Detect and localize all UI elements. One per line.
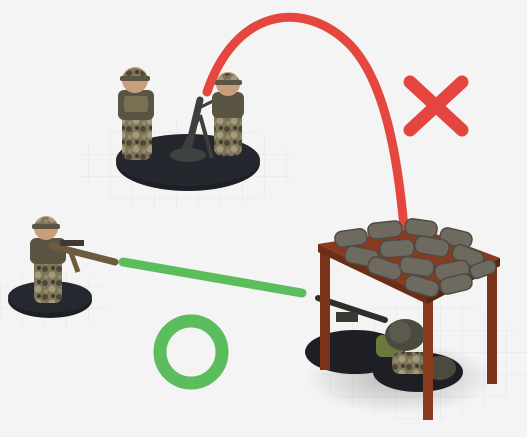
mortar-soldier-left — [118, 67, 154, 160]
mortar-soldier-right — [212, 72, 244, 156]
cross-icon — [410, 82, 462, 130]
circle-icon — [160, 321, 222, 383]
sandbags — [334, 218, 498, 299]
line-of-sight-clear — [123, 262, 302, 293]
